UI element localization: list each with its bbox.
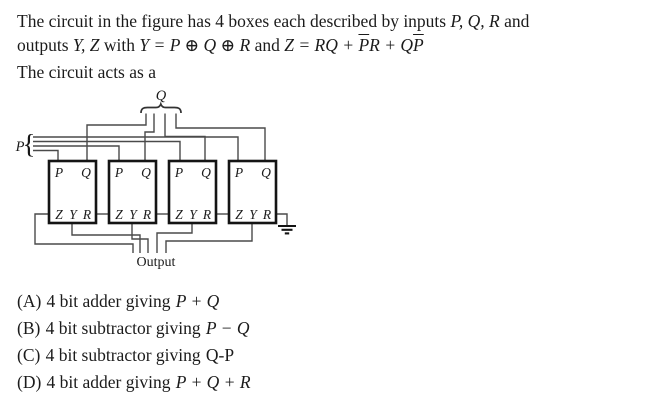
p-wire-box3 — [33, 140, 181, 161]
box-3-label-z: Z — [175, 207, 183, 222]
p-bus-brace: { — [23, 129, 36, 159]
option-c-math: Q-P — [205, 344, 235, 365]
box-2-outline — [107, 159, 158, 225]
y-wire-box1 — [71, 223, 141, 253]
option-d-math: P + Q + R — [175, 371, 251, 392]
box-3-outline — [167, 159, 218, 225]
option-c-label: (C) — [17, 344, 41, 365]
question-line1-plain: The circuit in the figure has 4 boxes ea… — [17, 11, 451, 31]
z-out-wire — [34, 213, 134, 253]
ground-wire — [276, 213, 288, 226]
box-4-label-q: Q — [261, 165, 271, 180]
box-1-label-q: Q — [81, 165, 91, 180]
question-line-2: outputs Y, Z with Y = P ⊕ Q ⊕ R and Z = … — [17, 33, 651, 57]
box-2-label-z: Z — [115, 207, 123, 222]
formula-with: with — [99, 35, 140, 55]
adder-box-3: P Q Z Y R — [167, 159, 218, 225]
question-text: The circuit in the figure has 4 boxes ea… — [17, 9, 651, 84]
box-2-label-q: Q — [141, 165, 151, 180]
option-a-math: P + Q — [175, 291, 220, 311]
box-3-label-r: R — [202, 207, 212, 222]
question-line-3: The circuit acts as a — [17, 62, 156, 82]
question-line1-tail: and — [499, 11, 530, 31]
formula-z-head: Z = RQ + — [284, 35, 359, 55]
ground-icon — [278, 224, 296, 235]
y-wire-box3 — [156, 223, 193, 253]
p-wire-box2 — [33, 145, 120, 161]
p-bus-label: P — [15, 139, 25, 155]
box-1-label-r: R — [82, 207, 92, 222]
option-b-math: P − Q — [205, 317, 250, 338]
formula-z-mid: R + Q — [369, 35, 414, 55]
box-4-outline — [227, 159, 278, 225]
box-3-label-p: P — [174, 165, 183, 180]
formula-pbar-1: P — [358, 35, 370, 55]
q-wire-box1 — [86, 113, 147, 161]
box-2-label-p: P — [114, 165, 123, 180]
box-3-label-y: Y — [189, 207, 198, 222]
q-bus-brace — [140, 101, 182, 114]
option-a-label: (A) — [17, 291, 42, 311]
box-4-label-y: Y — [249, 207, 258, 222]
box-1-label-p: P — [54, 165, 63, 180]
option-d-text: 4 bit adder giving — [46, 371, 171, 392]
box-3-label-q: Q — [201, 165, 211, 180]
adder-box-4: P Q Z Y R — [227, 159, 278, 225]
p-wire-box1 — [33, 149, 59, 161]
option-d-label: (D) — [17, 371, 42, 392]
box-4-label-p: P — [234, 165, 243, 180]
box-2-label-y: Y — [129, 207, 138, 222]
box-1-label-y: Y — [69, 207, 78, 222]
formula-y: Y = P ⊕ Q ⊕ R — [139, 35, 251, 55]
p-wire-box4 — [33, 136, 239, 161]
formula-and: and — [250, 35, 285, 55]
box-4-label-z: Z — [235, 207, 243, 222]
option-a-text: 4 bit adder giving — [46, 291, 171, 311]
y-wire-box4 — [165, 223, 253, 253]
box-2-label-r: R — [142, 207, 152, 222]
formula-yz: Y, Z — [72, 35, 100, 55]
formula-pbar-2: P — [413, 35, 424, 55]
question-line-1: The circuit in the figure has 4 boxes ea… — [17, 9, 651, 33]
adder-box-1: P Q Z Y R — [47, 159, 98, 225]
question-line1-math: P, Q, R — [450, 11, 500, 31]
q-wire-box2 — [144, 113, 155, 161]
box-1-label-z: Z — [55, 207, 63, 222]
formula-pre: outputs — [17, 35, 73, 55]
q-bus-label: Q — [156, 88, 167, 104]
option-b-label: (B) — [17, 317, 41, 338]
q-wire-box4 — [175, 113, 266, 161]
box-4-label-r: R — [262, 207, 272, 222]
option-c-text: 4 bit subtractor giving — [45, 344, 201, 365]
adder-box-2: P Q Z Y R — [107, 159, 158, 225]
box-1-outline — [47, 159, 98, 225]
output-label: Output — [137, 255, 176, 270]
y-wire-box2 — [131, 223, 149, 253]
option-b-text: 4 bit subtractor giving — [45, 317, 201, 338]
